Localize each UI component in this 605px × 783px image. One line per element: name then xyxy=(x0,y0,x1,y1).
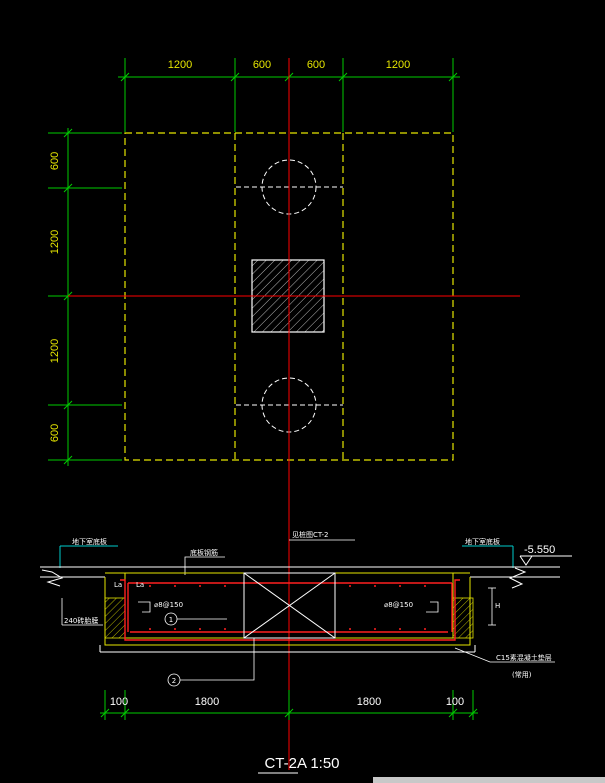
bottom-dim-2: 1800 xyxy=(195,696,219,708)
callout-1: 1 xyxy=(169,616,173,624)
left-dim-1: 600 xyxy=(49,152,61,170)
slab-lines xyxy=(40,566,560,589)
label-slab-rebar: 底板钢筋 xyxy=(190,548,218,557)
label-right-rebar: ⌀8@150 xyxy=(384,601,413,609)
label-brick-wall: 240砖胎膜 xyxy=(64,616,98,625)
label-h: H xyxy=(495,602,500,610)
top-dim-3: 600 xyxy=(307,59,325,71)
label-c15-sub: (常用) xyxy=(512,670,532,679)
section-view: 地下室底板 地下室底板 -5.550 底板钢筋 见桩图CT-2 xyxy=(40,530,572,720)
title-text: CT-2A 1:50 xyxy=(264,755,339,772)
callout-2: 2 xyxy=(172,677,176,685)
brick-formwork-left xyxy=(104,597,126,639)
c15-cushion xyxy=(99,645,476,653)
drawing-title: CT-2A 1:50 xyxy=(258,755,340,774)
label-basement-slab-left: 地下室底板 xyxy=(72,537,107,546)
left-dim-3: 1200 xyxy=(49,339,61,363)
cap-section-outline xyxy=(104,572,471,646)
elevation-label: -5.550 xyxy=(524,544,555,556)
pile-section xyxy=(243,572,336,639)
label-left-rebar: ⌀8@150 xyxy=(154,601,183,609)
brick-formwork-right xyxy=(452,597,474,639)
left-dimension-chain xyxy=(48,128,122,466)
bottom-dim-4: 100 xyxy=(446,696,464,708)
bottom-dimension-chain xyxy=(100,690,478,720)
bottom-dim-3: 1800 xyxy=(357,696,381,708)
top-dim-2: 600 xyxy=(253,59,271,71)
la-left: La xyxy=(114,581,122,589)
left-dim-2: 1200 xyxy=(49,230,61,254)
bottom-dim-1: 100 xyxy=(110,696,128,708)
left-dim-4: 600 xyxy=(49,424,61,442)
plan-view: 1200 600 600 1200 600 1200 1200 600 xyxy=(48,58,520,770)
rebar-cage xyxy=(120,579,460,641)
top-dim-1: 1200 xyxy=(168,59,192,71)
top-dim-4: 1200 xyxy=(386,59,410,71)
status-strip xyxy=(373,777,605,783)
label-pile-ref: 见桩图CT-2 xyxy=(292,530,329,539)
la-right: La xyxy=(136,581,144,589)
label-c15: C15素混凝土垫层 xyxy=(496,653,552,662)
rebar-dots xyxy=(149,585,426,630)
label-basement-slab-right: 地下室底板 xyxy=(465,537,500,546)
center-lines xyxy=(68,58,520,770)
